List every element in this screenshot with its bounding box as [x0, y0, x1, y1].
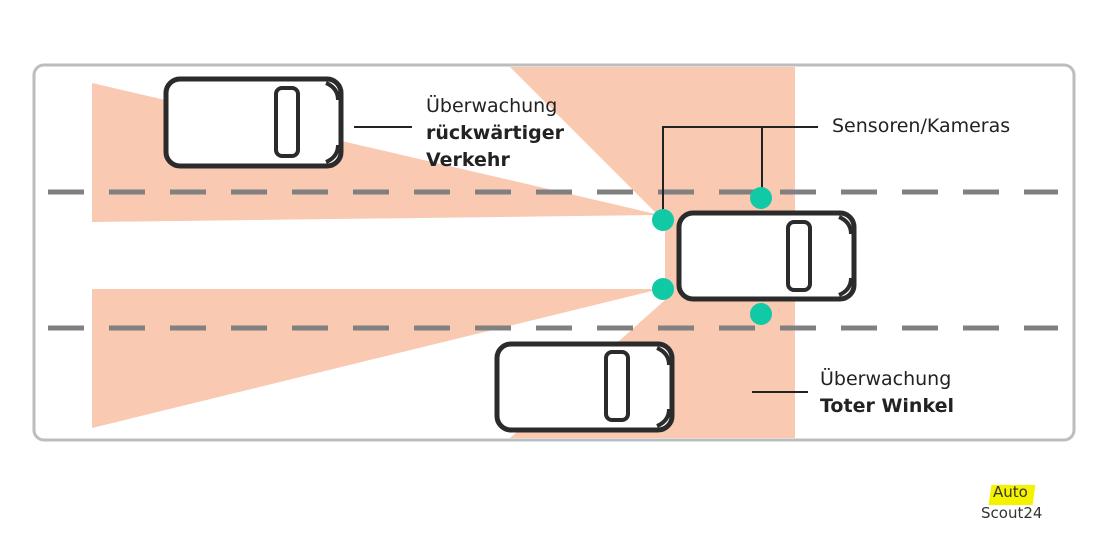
label-rear-traffic: Überwachung rückwärtiger Verkehr — [426, 93, 564, 174]
label-rear-traffic-line3: Verkehr — [426, 149, 510, 171]
callout-line-sensors — [662, 126, 818, 213]
sensor-dot-front-left — [652, 209, 674, 231]
rear-traffic-zone-lower — [92, 289, 660, 428]
label-rear-traffic-line2: rückwärtiger — [426, 122, 564, 144]
label-rear-traffic-line1: Überwachung — [426, 95, 558, 117]
logo-line2: Scout24 — [981, 504, 1043, 522]
blind-spot-zone — [510, 67, 795, 438]
car-ego — [676, 210, 857, 302]
label-blind-spot: Überwachung Toter Winkel — [820, 366, 954, 420]
car-rear-upper — [163, 76, 344, 169]
label-blind-spot-line1: Überwachung — [820, 368, 952, 390]
sensor-dot-rear-left — [652, 278, 674, 300]
autoscout24-logo: Auto Scout24 — [981, 482, 1051, 528]
logo-line1: Auto — [993, 483, 1028, 501]
label-blind-spot-line2: Toter Winkel — [820, 395, 954, 417]
car-rear-lower — [494, 341, 675, 433]
sensor-dot-bottom — [750, 303, 772, 325]
sensor-dot-top — [750, 187, 772, 209]
label-sensors-text: Sensoren/Kameras — [832, 115, 1011, 137]
label-sensors: Sensoren/Kameras — [832, 113, 1010, 140]
